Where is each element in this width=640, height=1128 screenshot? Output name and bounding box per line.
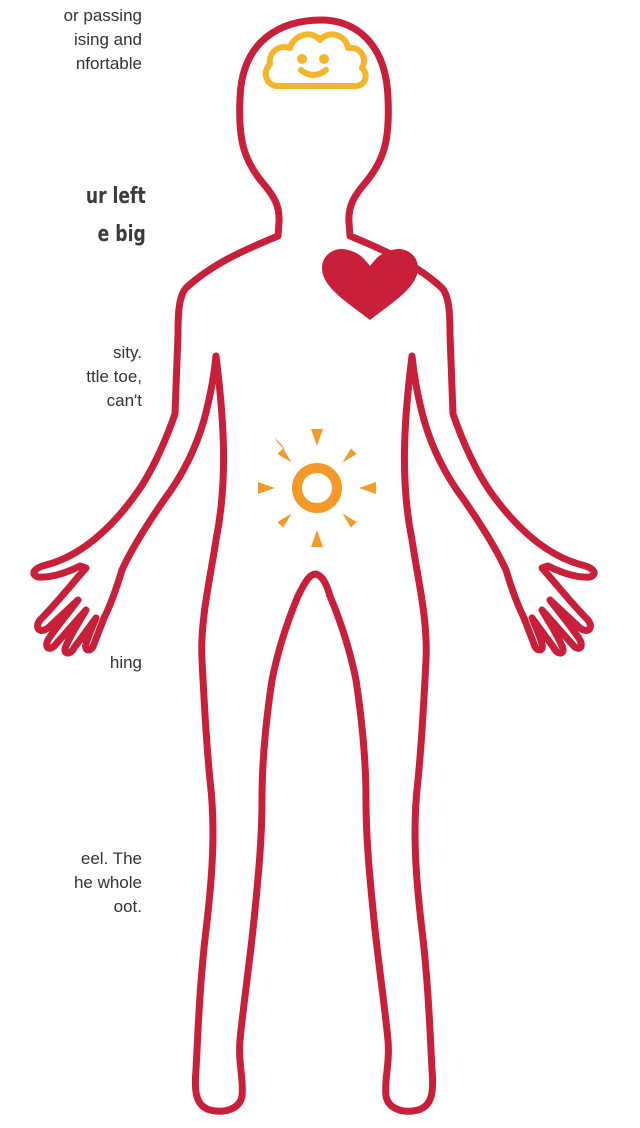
body-outline	[34, 20, 594, 1111]
heart-icon	[322, 249, 418, 320]
smiling-cloud-icon	[266, 34, 366, 86]
sun-icon	[258, 429, 376, 547]
